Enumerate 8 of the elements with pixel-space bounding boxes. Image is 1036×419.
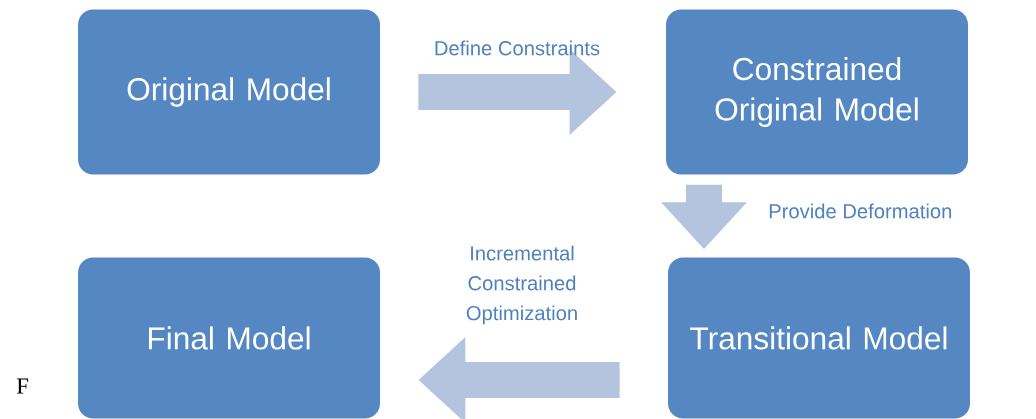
caption-fragment: F bbox=[16, 378, 29, 394]
model-box: Constrained Original Model bbox=[666, 9, 968, 175]
model-box: Transitional Model bbox=[668, 257, 970, 419]
model-box: Final Model bbox=[78, 257, 380, 419]
edge-label: Define Constraints bbox=[435, 40, 600, 56]
model-box: Original Model bbox=[78, 9, 380, 175]
edge-label: Provide Deformation bbox=[769, 203, 952, 219]
edge-label: Incremental Constrained Optimization bbox=[466, 245, 577, 325]
